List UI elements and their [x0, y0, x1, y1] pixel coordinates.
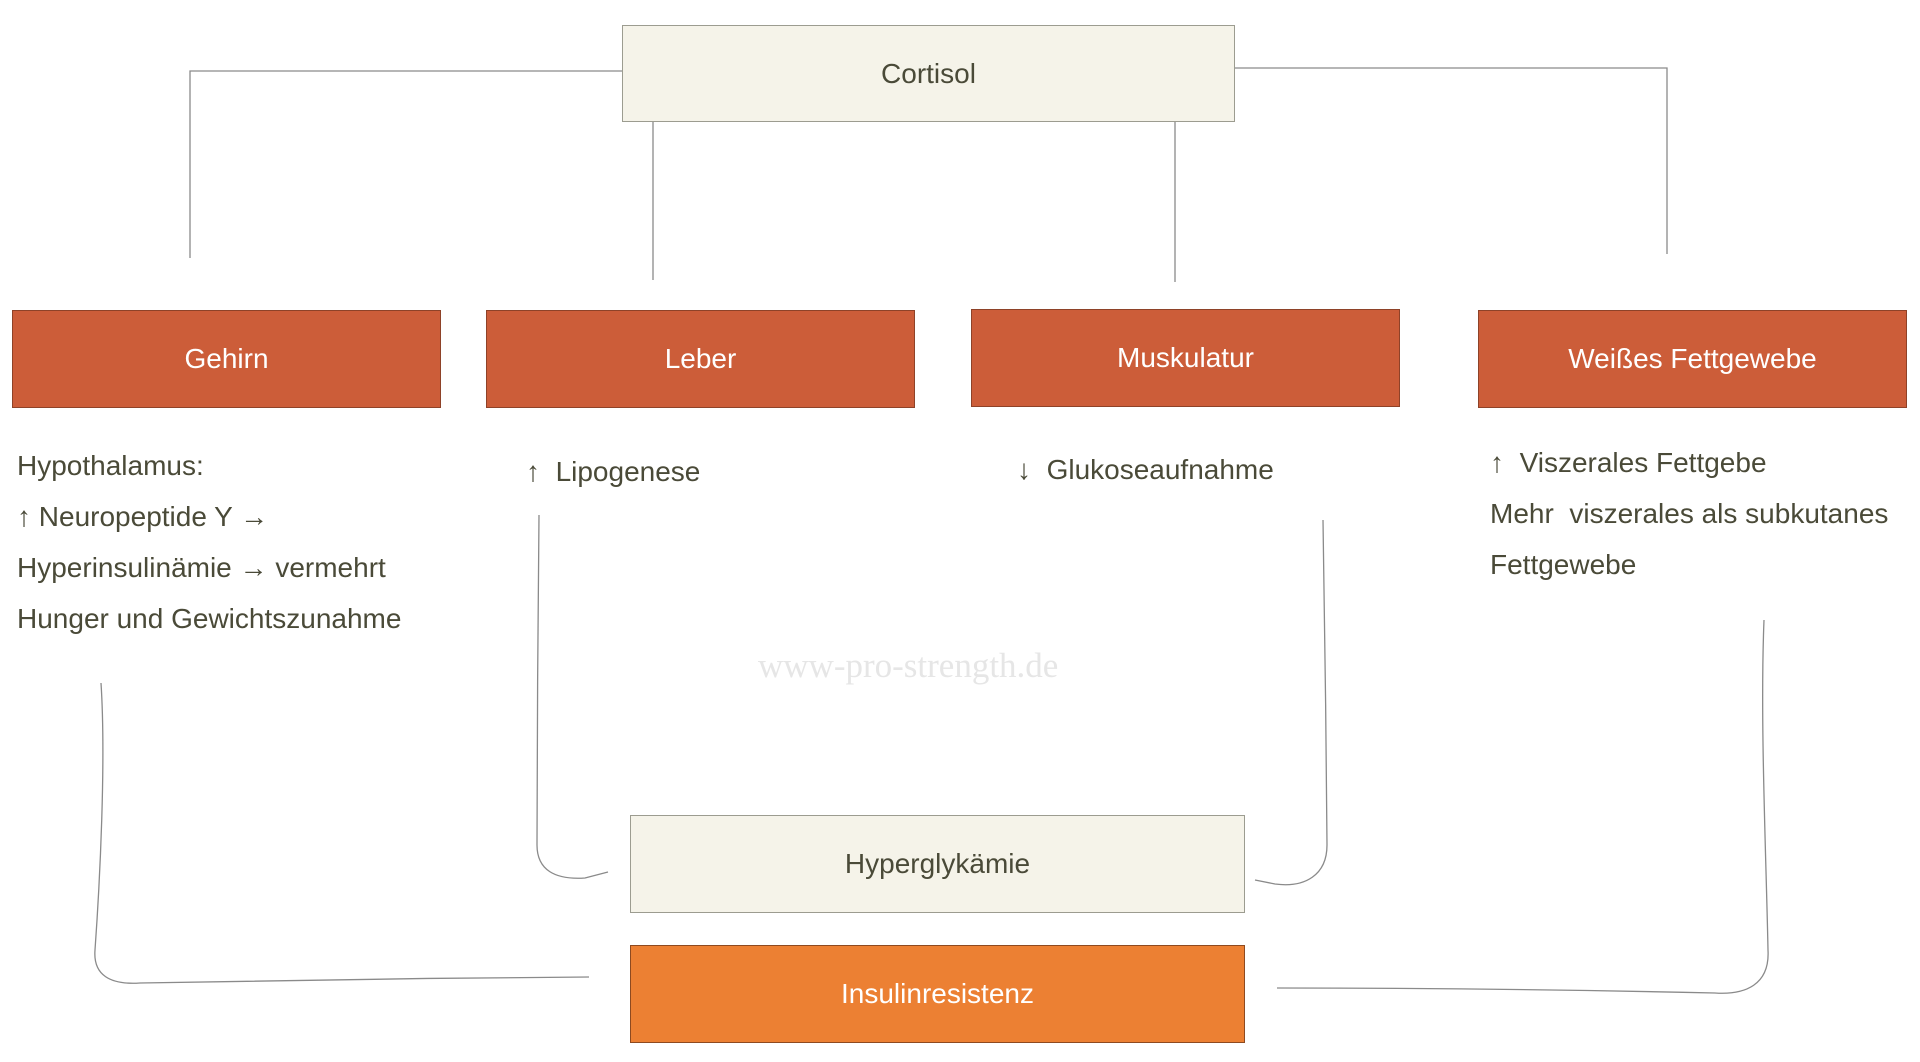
muscle-box: Muskulatur — [971, 309, 1400, 407]
connector-cortisol-to-fat — [1235, 67, 1668, 254]
brain-effect-line-4: Hunger und Gewichtszunahme — [17, 603, 402, 634]
up-arrow-icon: ↑ — [526, 456, 540, 487]
hyperglycemia-label: Hyperglykämie — [844, 848, 1031, 879]
fat-effects: ↑ Viszerales Fettgebe Mehr viszerales al… — [1490, 437, 1888, 590]
watermark: www-pro-strength.de — [758, 646, 1059, 685]
cortisol-label: Cortisol — [881, 57, 976, 89]
fat-effect-line-2: Mehr viszerales als subkutanes — [1490, 498, 1889, 529]
fat-effect-line-1: ↑ Viszerales Fettgebe — [1490, 437, 1888, 488]
connector-cortisol-to-brain — [189, 70, 622, 258]
hyperglycemia-box: Hyperglykämie — [630, 815, 1245, 913]
lipogenesis-text: Lipogenese — [555, 456, 701, 487]
up-arrow-icon: ↑ — [1490, 447, 1504, 478]
connector-liver-to-hyperglycemia — [536, 514, 609, 879]
right-arrow-icon: → — [239, 552, 268, 583]
insulin-resistance-box: Insulinresistenz — [630, 945, 1245, 1043]
brain-effect-line-1: Hypothalamus: — [17, 450, 204, 481]
fat-effect-line-3: Fettgewebe — [1490, 549, 1637, 580]
muscle-label: Muskulatur — [1117, 342, 1254, 373]
insulin-resistance-label: Insulinresistenz — [841, 978, 1034, 1009]
down-arrow-icon: ↓ — [1017, 454, 1031, 485]
connector-fat-to-insulinresistance — [1276, 619, 1769, 994]
cortisol-box: Cortisol — [622, 25, 1235, 122]
fat-label: Weißes Fettgewebe — [1568, 343, 1817, 374]
brain-label: Gehirn — [184, 343, 269, 374]
liver-box: Leber — [486, 310, 915, 408]
brain-effect-line-2: ↑ Neuropeptide Y → — [17, 491, 401, 542]
hyperinsulinemia-text: Hyperinsulinämie — [17, 552, 232, 583]
liver-effects: ↑ Lipogenese — [526, 446, 700, 497]
brain-effects: Hypothalamus: ↑ Neuropeptide Y → Hyperin… — [17, 440, 401, 644]
muscle-effects: ↓ Glukoseaufnahme — [1017, 444, 1274, 495]
brain-effect-line-3: Hyperinsulinämie → vermehrt — [17, 542, 401, 593]
visceral-fat-text: Viszerales Fettgebe — [1519, 447, 1767, 478]
neuropeptide-text: Neuropeptide Y — [38, 501, 233, 532]
glucose-uptake-text: Glukoseaufnahme — [1046, 454, 1274, 485]
connector-muscle-to-hyperglycemia — [1254, 519, 1328, 886]
fat-box: Weißes Fettgewebe — [1478, 310, 1907, 408]
liver-label: Leber — [664, 343, 737, 374]
increased-text: vermehrt — [275, 552, 386, 583]
right-arrow-icon: → — [240, 501, 269, 532]
brain-box: Gehirn — [12, 310, 441, 408]
up-arrow-icon: ↑ — [17, 501, 31, 532]
connector-brain-to-insulinresistance — [94, 682, 590, 984]
